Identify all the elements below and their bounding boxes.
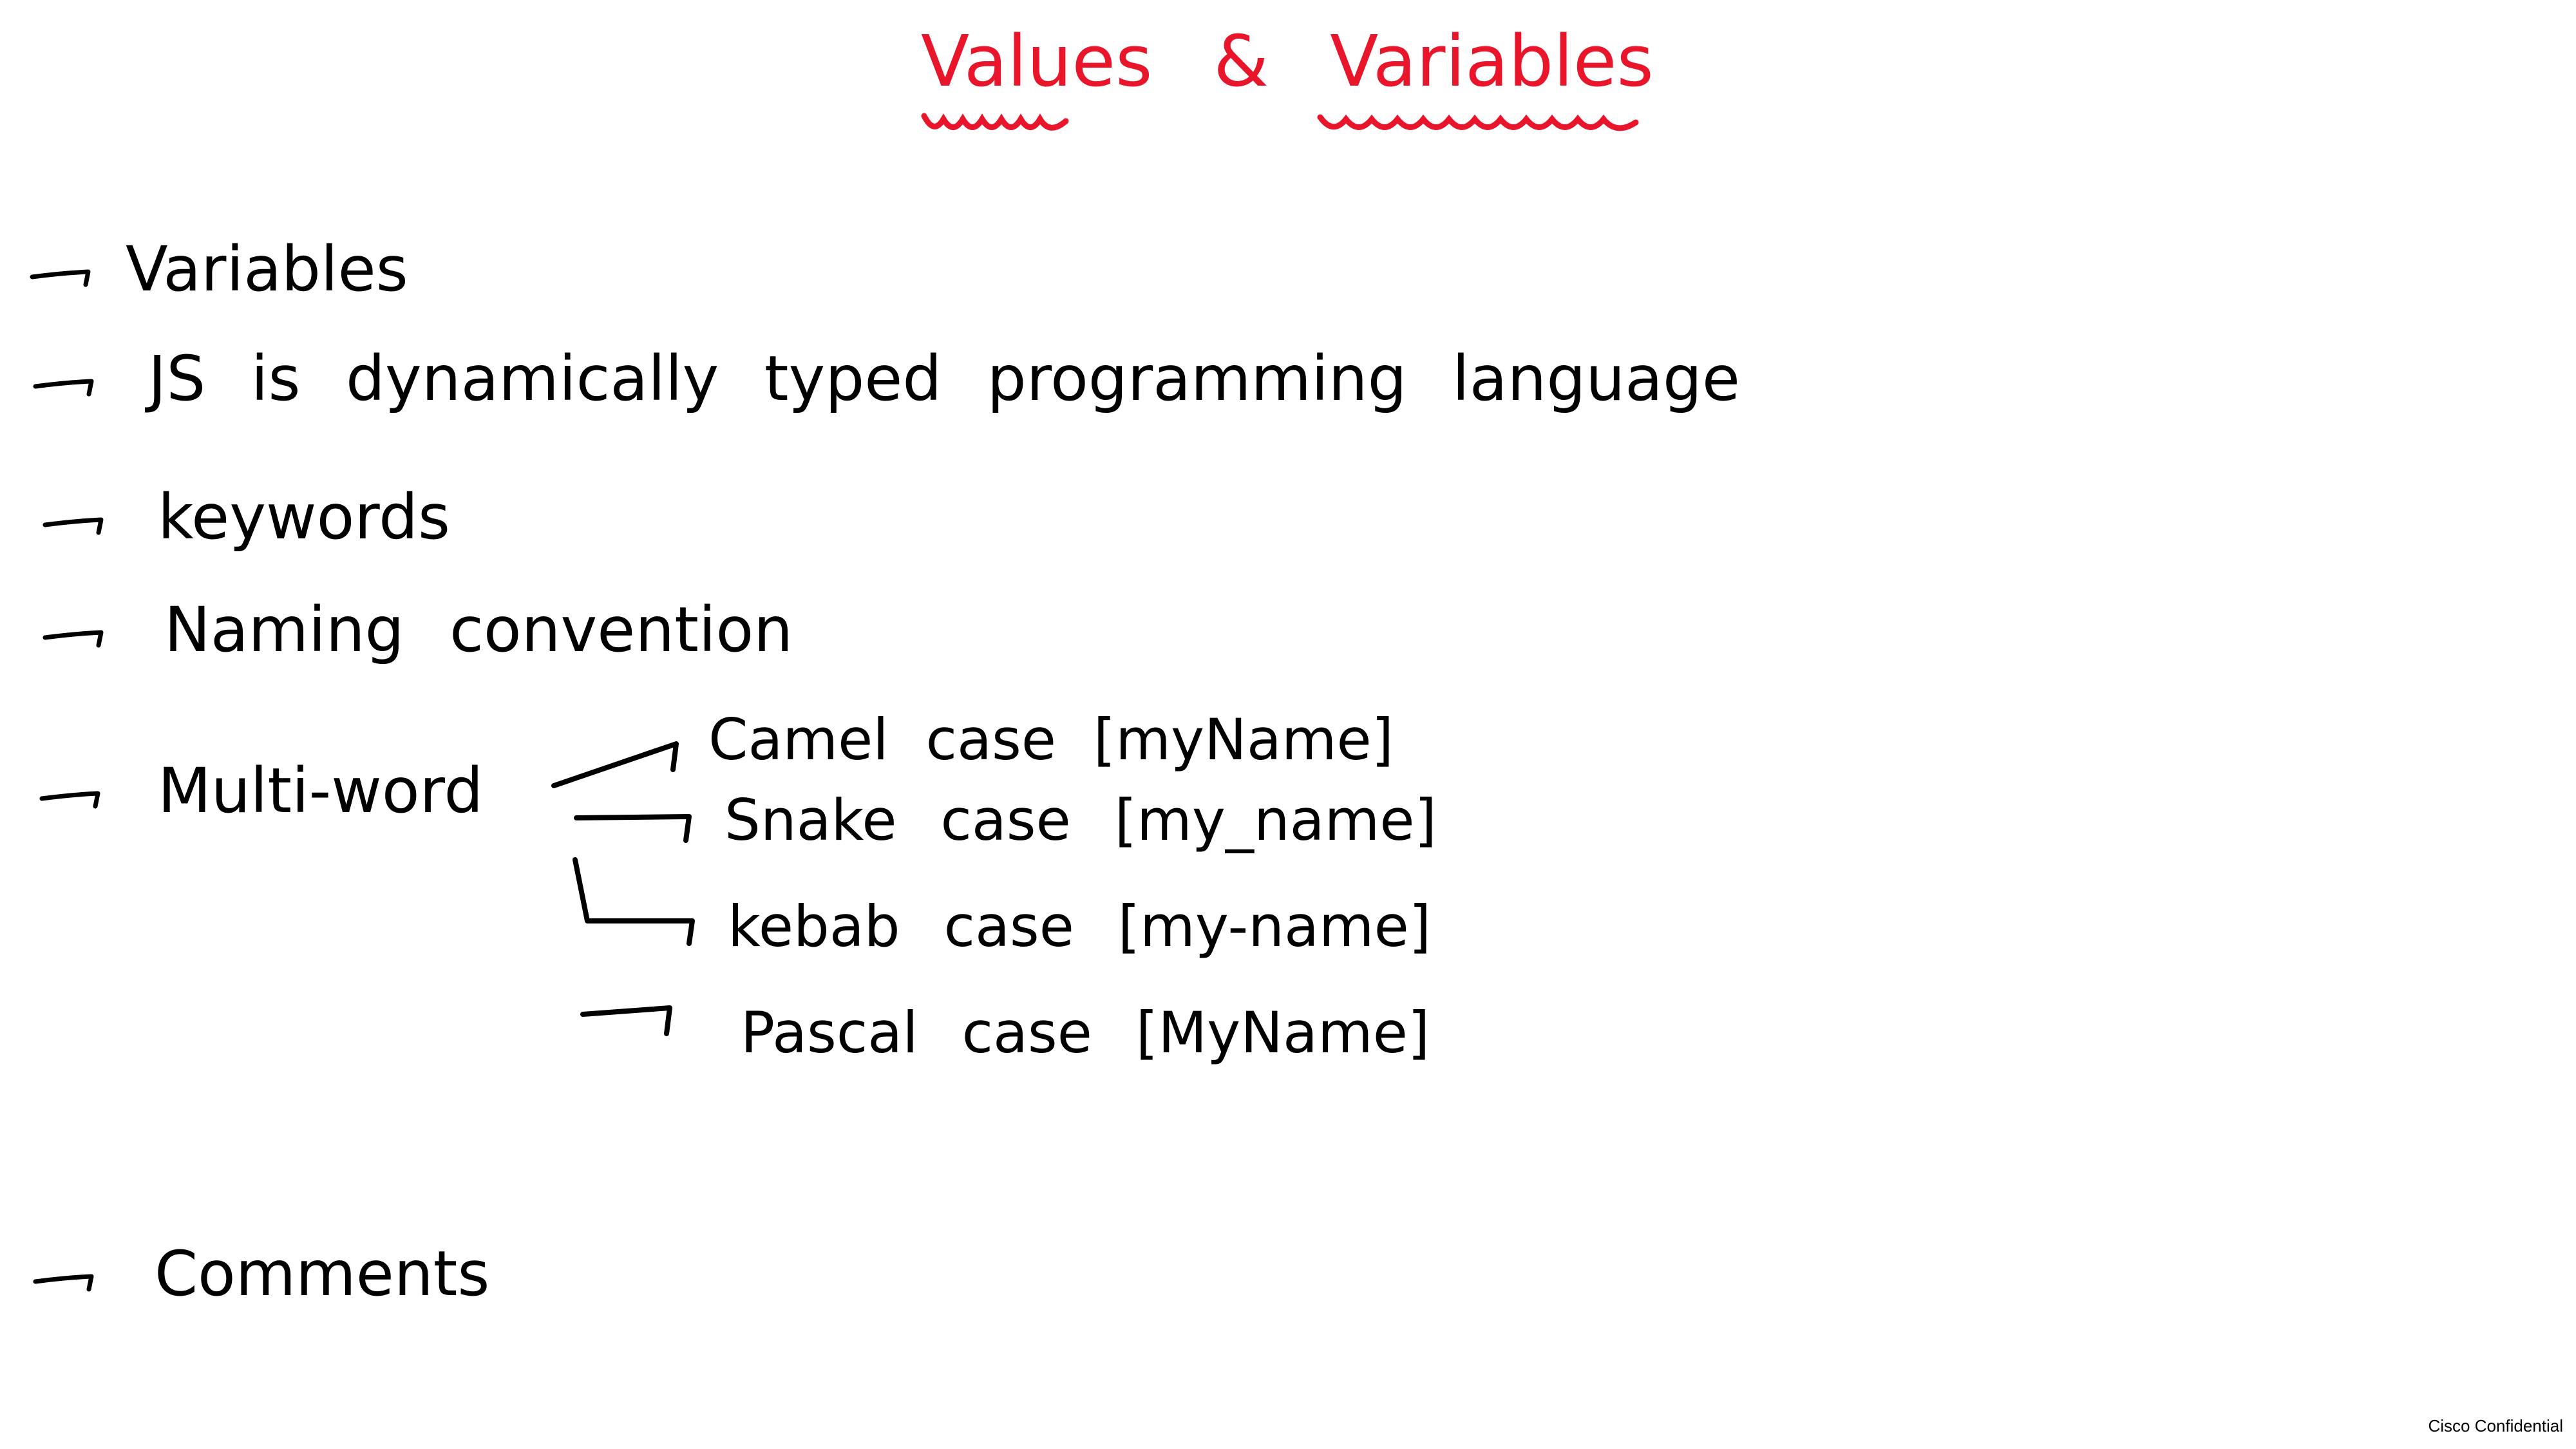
underline-squiggle-icon xyxy=(921,113,1069,131)
item-text-comments: Comments xyxy=(155,1238,490,1310)
bullet-keywords: keywords xyxy=(42,486,450,548)
arrow-right-icon xyxy=(32,1255,103,1293)
case-item-kebab: kebab case [my-name] xyxy=(728,898,1431,955)
case-item-snake: Snake case [my_name] xyxy=(724,792,1437,849)
case-text-snake: Snake case [my_name] xyxy=(724,787,1437,853)
arrow-right-icon xyxy=(42,611,113,649)
footer-confidential: Cisco Confidential xyxy=(2428,1416,2563,1435)
arrow-right-icon xyxy=(39,772,109,810)
arrow-right-icon xyxy=(42,498,113,536)
arrow-right-icon xyxy=(32,359,103,398)
item-text-dynamic-typing: JS is dynamically typed programming lang… xyxy=(148,343,1740,415)
bullet-multi-word: Multi-word xyxy=(39,760,483,822)
case-item-camel: Camel case [myName] xyxy=(708,712,1394,768)
case-text-camel: Camel case [myName] xyxy=(708,706,1394,773)
case-text-pascal: Pascal case [MyName] xyxy=(741,999,1430,1066)
bullet-dynamic-typing: JS is dynamically typed programming lang… xyxy=(32,348,1740,410)
title-word-variables-text: Variables xyxy=(1330,20,1654,102)
title-word-values-text: Values xyxy=(921,20,1153,102)
bullet-variables: Variables xyxy=(29,238,408,300)
bullet-naming-convention: Naming convention xyxy=(42,599,793,661)
arrow-right-icon xyxy=(29,250,100,289)
slide-title: Values & Variables xyxy=(921,20,1654,131)
title-word-values: Values xyxy=(921,26,1152,131)
case-item-pascal: Pascal case [MyName] xyxy=(741,1005,1430,1061)
bullet-comments: Comments xyxy=(32,1243,489,1305)
item-text-variables: Variables xyxy=(126,233,408,305)
item-text-naming-convention: Naming convention xyxy=(164,594,793,666)
case-text-kebab: kebab case [my-name] xyxy=(728,893,1432,960)
item-text-keywords: keywords xyxy=(158,481,451,553)
title-word-variables: Variables xyxy=(1317,26,1654,131)
title-ampersand: & xyxy=(1213,20,1269,102)
underline-squiggle-icon xyxy=(1317,114,1639,131)
item-text-multi-word: Multi-word xyxy=(158,755,484,827)
